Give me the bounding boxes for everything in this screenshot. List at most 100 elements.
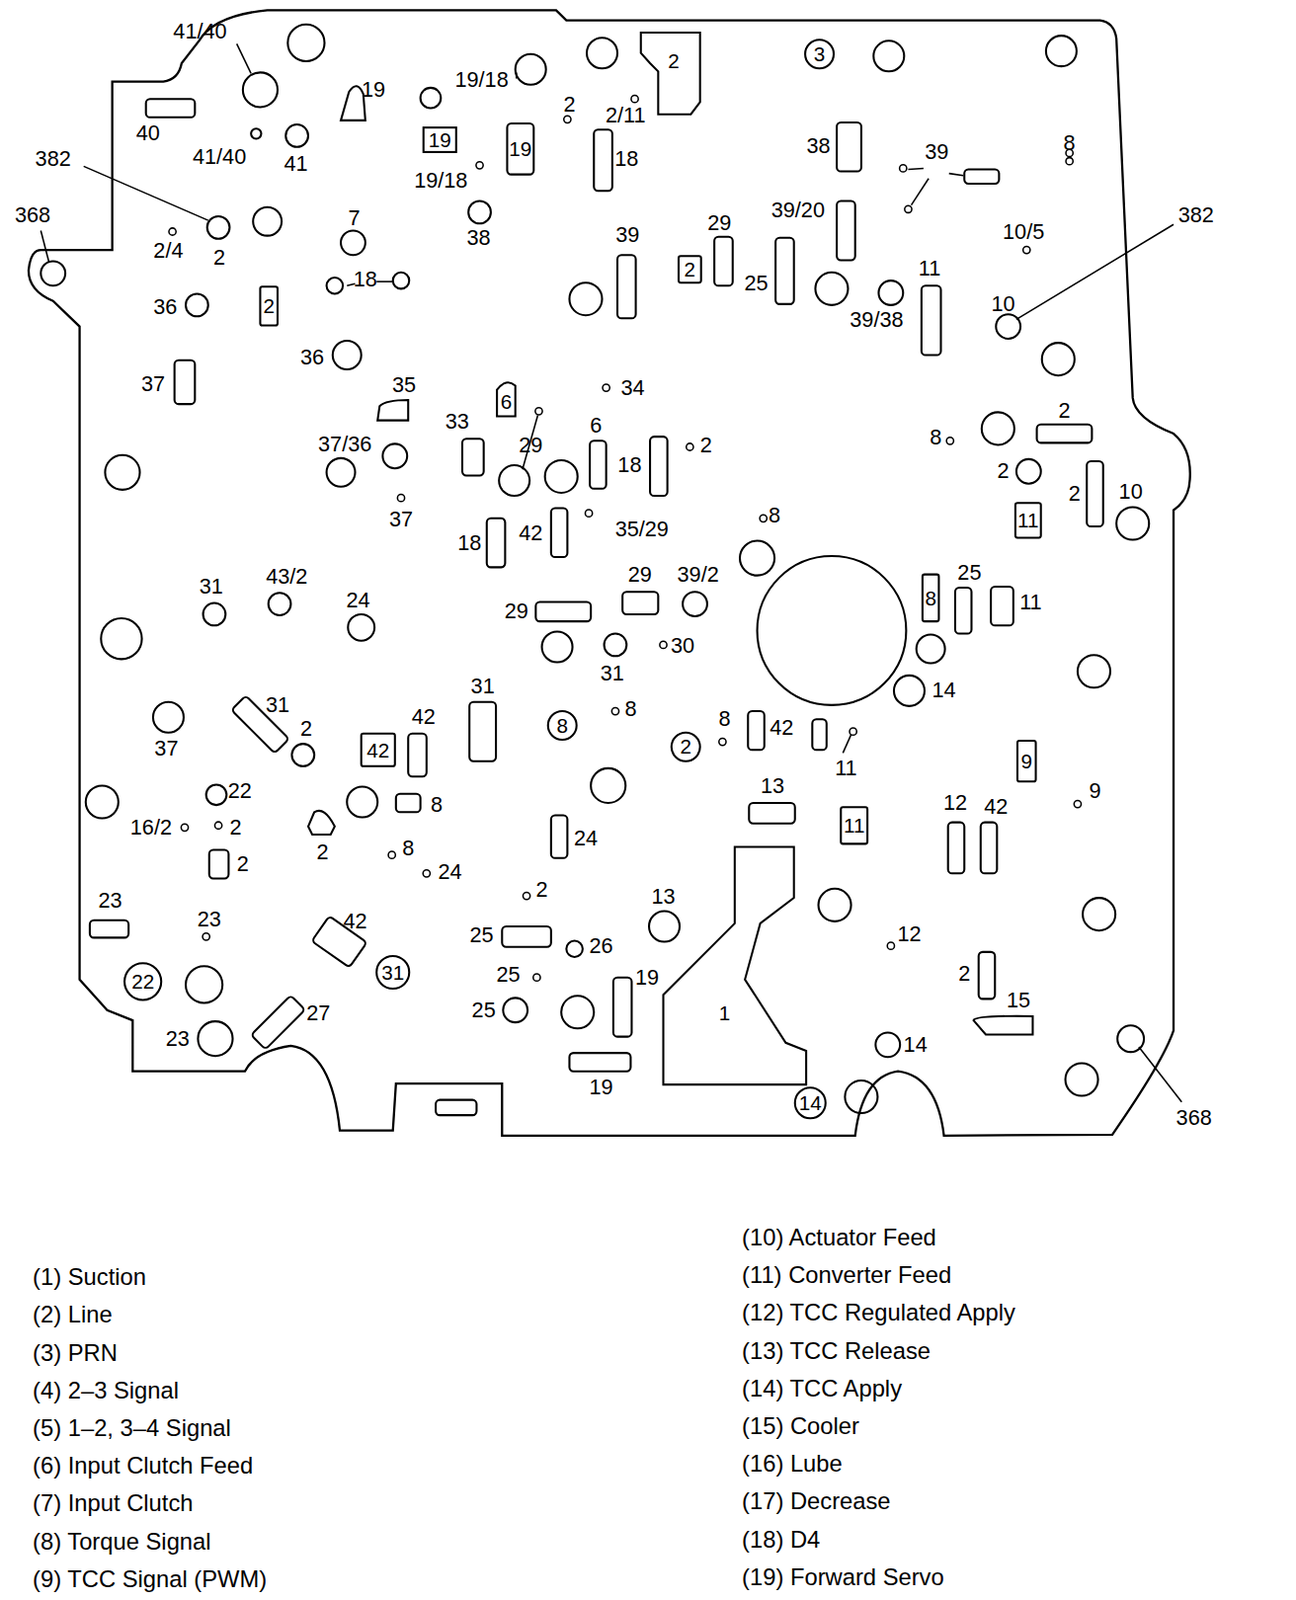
passage-hole [568,282,602,316]
passage-hole [1065,1062,1099,1096]
callout-number: 24 [346,589,371,612]
node-shape [496,382,516,416]
passage-slot [501,926,552,948]
passage-node: 1 [660,844,809,1088]
passage-hole [916,635,946,664]
callout-number: 10 [990,292,1015,315]
passage-hole [382,443,407,469]
passage-slot [589,440,607,489]
callout-number: 30 [670,634,695,656]
passage-slot [617,254,637,319]
passage-hole [566,940,583,958]
node-outline [640,30,704,118]
callout-number: 23 [98,889,123,911]
legend-entry: (10) Actuator Feed [741,1225,937,1250]
callout-number: 29 [628,564,652,586]
callout-number: 31 [471,674,495,697]
callout-number: 382 [1178,203,1215,226]
small-orifice [1023,245,1031,253]
callout-number: 27 [306,1001,330,1024]
callout-number: 34 [620,377,645,400]
callout-number: 18 [614,147,639,169]
callout-number: 18 [617,453,642,476]
passage-node: 11 [1014,501,1043,539]
legend-entry: (19) Forward Servo [741,1565,945,1590]
passage-hole [1116,506,1149,540]
callout-number: 9 [1088,780,1101,803]
passage-hole [1046,35,1077,67]
passage-hole [1082,897,1116,931]
small-orifice [214,821,222,829]
node-outline [660,844,809,1088]
passage-number: 11 [1017,510,1039,532]
callout-number: 8 [402,837,414,860]
passage-hole [287,24,324,62]
passage-hole [814,272,848,306]
passage-hole [844,1080,878,1114]
leader-line [237,43,251,74]
passage-number: 2 [684,258,696,280]
small-orifice [849,728,857,735]
small-orifice [611,707,619,715]
callout-number: 43/2 [265,566,308,588]
passage-slot [613,977,633,1038]
callout-number: 22 [228,780,252,803]
passage-node: 2 [677,254,703,284]
passage-node: 2 [640,30,704,118]
passage-hole [757,556,907,706]
passage-hole [85,785,119,818]
callout-number: 42 [518,521,543,544]
passage-number: 1 [719,1003,730,1025]
passage-hole [1117,1025,1144,1053]
passage-hole [153,702,184,733]
callout-number: 42 [769,717,794,739]
callout-number: 2 [1068,482,1081,504]
passage-hole [243,72,278,107]
callout-number: 23 [197,907,222,930]
passage-number: 11 [843,814,865,836]
passage-hole [185,294,209,318]
callout-number: 8 [430,793,443,815]
passage-number: 9 [1021,750,1033,772]
callout-number: 2 [316,841,328,864]
callout-number: 25 [957,562,981,584]
callout-number: 2 [563,93,575,116]
passage-hole [648,911,680,943]
passage-node: 9 [1016,739,1038,783]
legend-entry: (14) TCC Apply [741,1377,902,1401]
passage-slot [980,822,998,875]
small-orifice [686,443,694,451]
callout-number: 29 [518,434,543,457]
callout-number: 39/20 [771,198,825,221]
callout-number: 25 [470,923,494,946]
callout-number: 25 [472,999,496,1022]
callout-number: 36 [153,295,177,318]
passage-slot [146,98,196,118]
callout-number: 19 [361,78,386,100]
small-orifice [887,942,894,950]
passage-slot [435,1100,477,1116]
legend-entry: (4) 2–3 Signal [32,1378,179,1403]
callout-number: 8 [768,504,781,527]
passage-slot [209,850,230,880]
callout-number: 2 [300,718,313,740]
callout-number: 10/5 [1002,221,1045,243]
passage-hole [878,280,903,306]
small-orifice [946,437,954,445]
passage-hole [893,675,925,707]
callout-number: 2/11 [605,104,647,127]
callout-number: 15 [1006,989,1031,1012]
passage-slot [89,920,129,939]
passage-slot [978,952,996,1000]
passage-hole [875,1032,900,1057]
callout-number: 37/36 [318,433,372,456]
legend-entry: (9) TCC Signal (PWM) [32,1567,267,1592]
passage-slot [593,129,613,191]
passage-hole [268,592,292,616]
passage-hole [346,786,378,817]
passage-hole [40,260,66,286]
passage-slot [174,360,196,405]
node-circle [376,956,409,989]
passage-hole [561,995,594,1029]
legend-entry: (15) Cooler [741,1414,860,1439]
